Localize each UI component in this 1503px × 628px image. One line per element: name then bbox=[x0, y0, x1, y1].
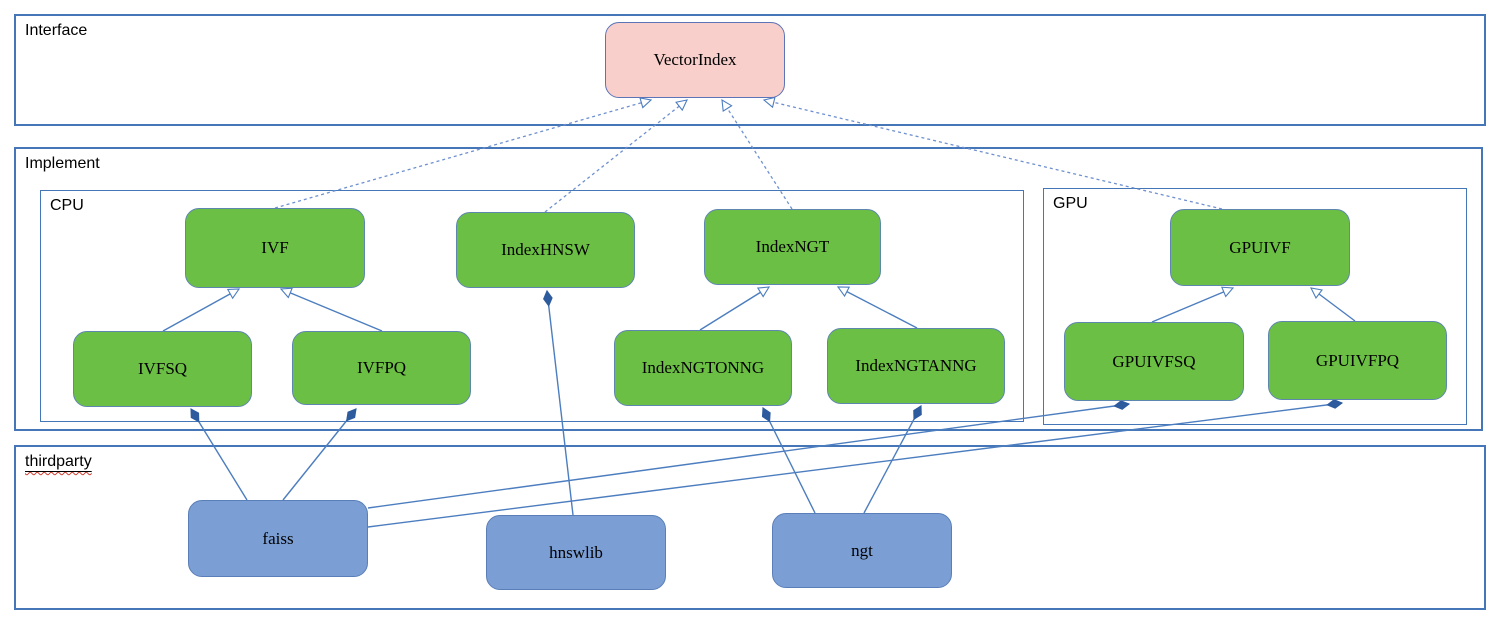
node-ivf-label: IVF bbox=[261, 238, 289, 257]
node-gpuivfpq-label: GPUIVFPQ bbox=[1315, 350, 1400, 370]
node-indexngtanng-label: IndexNGTANNG bbox=[855, 356, 977, 375]
section-interface-label: Interface bbox=[25, 22, 88, 39]
node-indexngt: IndexNGT bbox=[704, 209, 881, 285]
node-ngt: ngt bbox=[772, 513, 952, 588]
node-ivfpq-label: IVFPQ bbox=[356, 358, 407, 377]
node-indexngtonng-label: IndexNGTONNG bbox=[641, 358, 765, 377]
node-gpuivfsq-label: GPUIVFSQ bbox=[1112, 351, 1196, 371]
section-thirdparty-label: thirdparty bbox=[25, 453, 92, 470]
node-ivfsq-label: IVFSQ bbox=[137, 359, 188, 378]
node-gpuivf-label: GPUIVF bbox=[1229, 237, 1291, 257]
node-hnswlib: hnswlib bbox=[486, 515, 666, 590]
node-ivfsq: IVFSQ bbox=[73, 331, 252, 407]
node-faiss-label: faiss bbox=[262, 528, 294, 548]
node-vectorindex-label: VectorIndex bbox=[653, 50, 737, 69]
node-gpuivfpq: GPUIVFPQ bbox=[1268, 321, 1447, 400]
node-hnswlib-label: hnswlib bbox=[549, 542, 603, 562]
node-gpuivf: GPUIVF bbox=[1170, 209, 1350, 286]
section-cpu-label: CPU bbox=[50, 197, 84, 214]
node-indexngtanng: IndexNGTANNG bbox=[827, 328, 1005, 404]
node-ivfpq: IVFPQ bbox=[292, 331, 471, 405]
node-indexhnsw: IndexHNSW bbox=[456, 212, 635, 288]
section-gpu-label: GPU bbox=[1053, 195, 1088, 212]
section-implement-label: Implement bbox=[25, 155, 100, 172]
node-ngt-label: ngt bbox=[851, 540, 873, 560]
node-indexhnsw-label: IndexHNSW bbox=[501, 240, 590, 259]
node-ivf: IVF bbox=[185, 208, 365, 288]
node-indexngt-label: IndexNGT bbox=[755, 237, 830, 256]
node-indexngtonng: IndexNGTONNG bbox=[614, 330, 792, 406]
node-gpuivfsq: GPUIVFSQ bbox=[1064, 322, 1244, 401]
node-vectorindex: VectorIndex bbox=[605, 22, 785, 98]
node-faiss: faiss bbox=[188, 500, 368, 577]
